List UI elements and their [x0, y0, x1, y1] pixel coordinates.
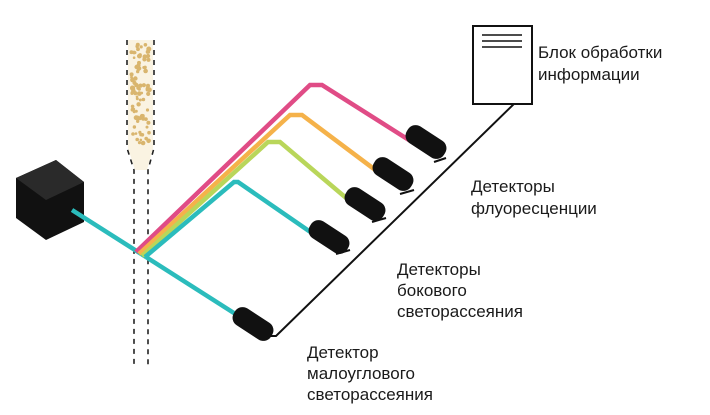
- particle: [131, 132, 135, 136]
- particle: [143, 68, 148, 74]
- particle: [130, 104, 135, 109]
- signal-wires: [266, 99, 521, 337]
- particle: [141, 97, 146, 102]
- particle: [138, 53, 142, 57]
- particle: [132, 80, 137, 85]
- particle: [137, 141, 142, 145]
- particle: [139, 45, 143, 49]
- forward-scatter-detector: [232, 307, 274, 341]
- particle: [136, 47, 140, 52]
- processing-unit-box: [472, 25, 533, 105]
- fluorescence-detector-2: [372, 157, 414, 191]
- laser-beam: [70, 208, 148, 259]
- particle: [145, 125, 149, 129]
- particle: [144, 117, 148, 121]
- particle: [135, 137, 139, 142]
- particle: [137, 65, 140, 68]
- particle: [129, 85, 135, 91]
- particle: [142, 54, 148, 59]
- side-scatter-detectors-label: Детекторы бокового светорассеяния: [397, 260, 523, 321]
- fluorescence-path-green: [140, 139, 360, 258]
- particle: [140, 133, 145, 137]
- particle: [141, 83, 146, 88]
- fluorescence-detectors-label: Детекторы флуоресценции: [471, 177, 597, 218]
- particle: [147, 50, 151, 54]
- particle: [143, 43, 148, 47]
- particle: [146, 83, 150, 88]
- particle: [137, 91, 142, 96]
- side-scatter-detector: [308, 220, 350, 254]
- processing-unit-label: Блок обработки информации: [538, 43, 667, 84]
- particle: [130, 75, 133, 79]
- particle: [132, 56, 136, 59]
- particle: [143, 65, 147, 70]
- fluorescence-path-orange: [137, 112, 388, 256]
- particle: [136, 69, 140, 74]
- particle: [146, 46, 152, 52]
- particle: [138, 83, 143, 88]
- particle: [129, 72, 134, 77]
- particle: [142, 141, 145, 145]
- particle: [135, 42, 140, 47]
- particle: [133, 51, 137, 55]
- fluorescence-path-pink: [134, 82, 422, 254]
- particle: [146, 120, 151, 125]
- side-scatter-path: [143, 179, 324, 259]
- laser-source: [16, 160, 84, 240]
- particle: [132, 125, 137, 129]
- particle: [138, 98, 142, 102]
- fluorescence-detector-1: [405, 125, 447, 159]
- particle: [145, 108, 150, 112]
- particle: [136, 119, 140, 124]
- particle: [144, 136, 148, 141]
- particle: [146, 91, 151, 96]
- particle: [134, 132, 138, 135]
- particle: [139, 113, 145, 119]
- particle: [130, 91, 134, 95]
- fluorescence-detector-3: [344, 187, 386, 221]
- particle: [135, 95, 139, 99]
- particle: [147, 130, 151, 135]
- particle: [132, 110, 136, 114]
- particle: [136, 102, 141, 107]
- forward-scatter-path: [144, 255, 250, 324]
- flow-cell: [126, 40, 155, 368]
- cell-particles: [129, 42, 152, 146]
- particle: [133, 91, 138, 96]
- particle: [146, 57, 151, 62]
- forward-scatter-detector-label: Детектор малоуглового светорассеяния: [307, 343, 433, 404]
- particle: [132, 107, 136, 111]
- particle: [133, 76, 138, 81]
- particle: [139, 138, 143, 142]
